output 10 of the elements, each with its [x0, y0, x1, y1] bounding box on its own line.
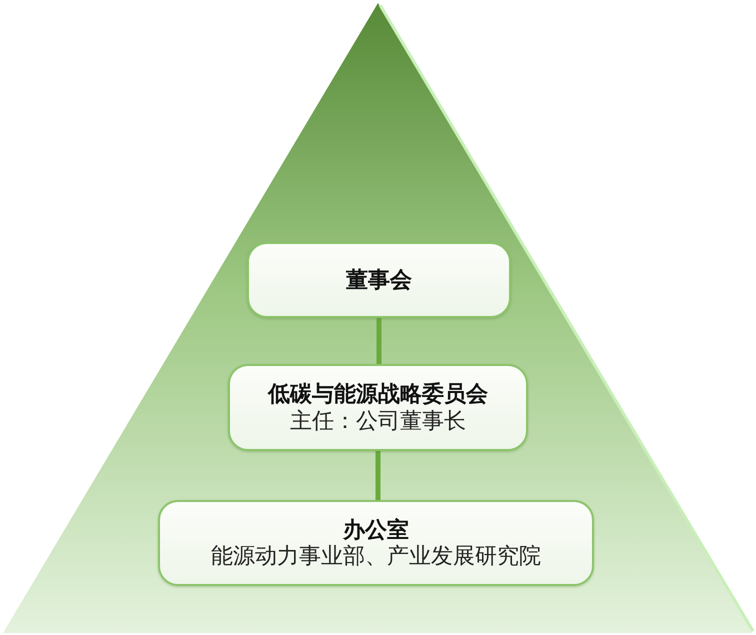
- connector-line: [376, 318, 382, 364]
- box-text: 主任：公司董事长: [290, 408, 466, 434]
- box-heading: 办公室: [343, 516, 409, 543]
- org-box: [158, 500, 594, 586]
- box-heading: 低碳与能源战略委员会: [268, 381, 488, 408]
- box-text: 能源动力事业部、产业发展研究院: [211, 543, 541, 570]
- connector-line: [376, 451, 380, 500]
- org-box: [247, 242, 511, 318]
- box-heading: 董事会: [346, 266, 412, 294]
- org-box: [228, 364, 528, 451]
